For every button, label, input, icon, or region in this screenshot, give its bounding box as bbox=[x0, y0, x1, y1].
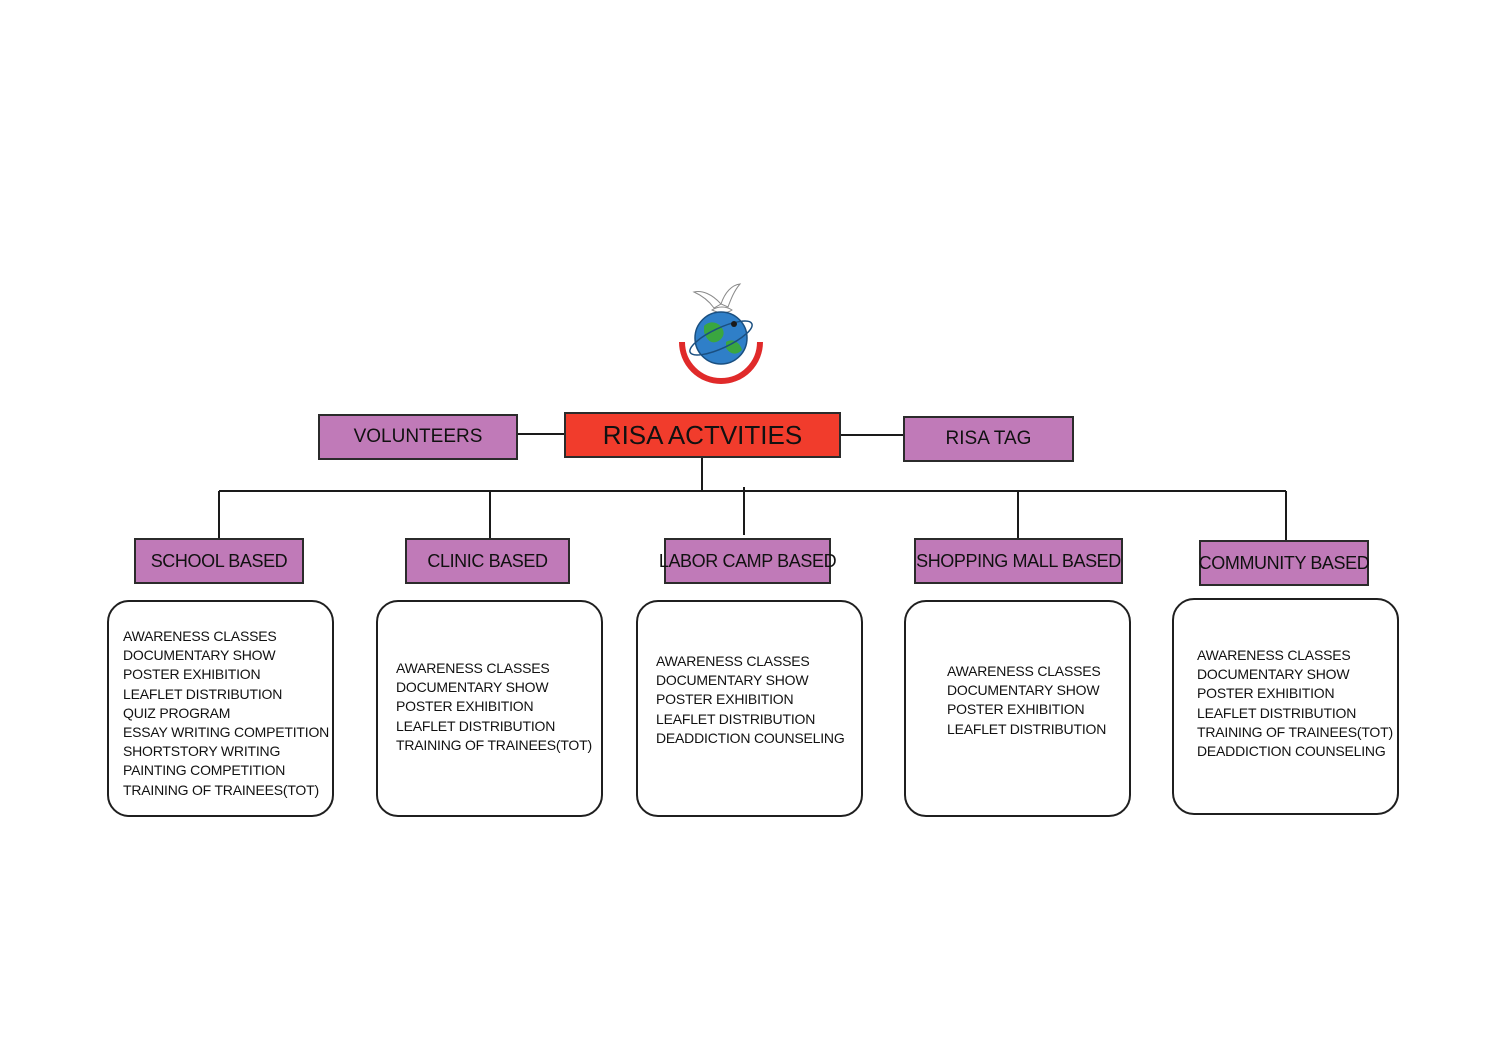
volunteers-node: VOLUNTEERS bbox=[318, 414, 518, 460]
list-item: TRAINING OF TRAINEES(TOT) bbox=[1197, 723, 1393, 740]
list-item: PAINTING COMPETITION bbox=[123, 762, 286, 779]
list-item: DOCUMENTARY SHOW bbox=[656, 672, 809, 689]
activity-list-shopping-mall: AWARENESS CLASSES DOCUMENTARY SHOW POSTE… bbox=[904, 600, 1131, 817]
category-label: CLINIC BASED bbox=[427, 550, 548, 571]
list-item: POSTER EXHIBITION bbox=[947, 701, 1085, 718]
category-label: LABOR CAMP BASED bbox=[658, 550, 837, 571]
list-item: SHORTSTORY WRITING bbox=[123, 743, 281, 760]
list-item: TRAINING OF TRAINEES(TOT) bbox=[123, 781, 319, 798]
category-shopping-mall-based: SHOPPING MALL BASED bbox=[914, 538, 1123, 584]
list-item: LEAFLET DISTRIBUTION bbox=[396, 717, 556, 734]
risa-tag-label: RISA TAG bbox=[945, 428, 1032, 449]
category-community-based: COMMUNITY BASED bbox=[1198, 540, 1370, 586]
category-label: COMMUNITY BASED bbox=[1198, 552, 1370, 573]
list-item: LEAFLET DISTRIBUTION bbox=[1197, 704, 1357, 721]
list-item: POSTER EXHIBITION bbox=[396, 698, 534, 715]
list-item: DOCUMENTARY SHOW bbox=[1197, 666, 1350, 683]
list-item: ESSAY WRITING COMPETITION bbox=[123, 724, 330, 741]
list-item: QUIZ PROGRAM bbox=[123, 704, 231, 721]
list-item: TRAINING OF TRAINEES(TOT) bbox=[396, 736, 592, 753]
list-item: POSTER EXHIBITION bbox=[123, 666, 261, 683]
list-item: LEAFLET DISTRIBUTION bbox=[947, 720, 1107, 737]
category-label: SHOPPING MALL BASED bbox=[916, 550, 1121, 571]
list-item: DOCUMENTARY SHOW bbox=[123, 647, 276, 664]
activity-list-community: AWARENESS CLASSES DOCUMENTARY SHOW POSTE… bbox=[1172, 598, 1399, 815]
list-item: POSTER EXHIBITION bbox=[1197, 685, 1335, 702]
category-labor-camp-based: LABOR CAMP BASED bbox=[659, 538, 837, 584]
volunteers-label: VOLUNTEERS bbox=[353, 426, 483, 447]
list-item: DOCUMENTARY SHOW bbox=[396, 679, 549, 696]
category-clinic-based: CLINIC BASED bbox=[405, 538, 570, 584]
dove-icon bbox=[692, 283, 742, 314]
list-item: AWARENESS CLASSES bbox=[396, 660, 550, 676]
foundation-logo bbox=[679, 283, 763, 384]
risa-tag-node: RISA TAG bbox=[903, 416, 1074, 462]
activity-list-clinic: AWARENESS CLASSES DOCUMENTARY SHOW POSTE… bbox=[376, 600, 603, 817]
category-school-based: SCHOOL BASED bbox=[134, 538, 304, 584]
activity-list-school: AWARENESS CLASSES DOCUMENTARY SHOW POSTE… bbox=[107, 600, 334, 817]
list-item: DEADDICTION COUNSELING bbox=[1197, 743, 1386, 760]
list-item: LEAFLET DISTRIBUTION bbox=[656, 710, 816, 727]
risa-activities-label: RISA ACTVITIES bbox=[602, 419, 803, 450]
list-item: POSTER EXHIBITION bbox=[656, 691, 794, 708]
activity-list-labor-camp: AWARENESS CLASSES DOCUMENTARY SHOW POSTE… bbox=[636, 600, 863, 817]
list-item: AWARENESS CLASSES bbox=[656, 653, 810, 669]
list-item: DEADDICTION COUNSELING bbox=[656, 729, 845, 746]
list-item: AWARENESS CLASSES bbox=[1197, 647, 1351, 663]
list-item: AWARENESS CLASSES bbox=[947, 663, 1101, 679]
list-item: DOCUMENTARY SHOW bbox=[947, 682, 1100, 699]
category-label: SCHOOL BASED bbox=[150, 550, 288, 571]
risa-activities-node: RISA ACTVITIES bbox=[564, 412, 841, 458]
list-item: AWARENESS CLASSES bbox=[123, 628, 277, 644]
list-item: LEAFLET DISTRIBUTION bbox=[123, 685, 283, 702]
